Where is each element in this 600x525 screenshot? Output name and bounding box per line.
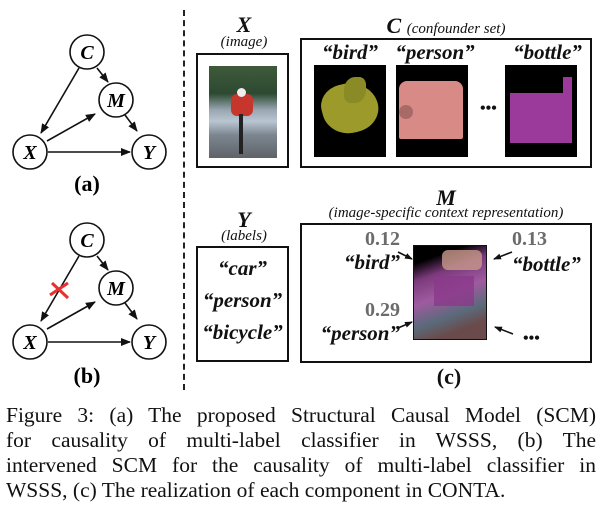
x-title: X — [236, 12, 252, 37]
m-title: M — [436, 185, 456, 210]
edge-x-to-m — [46, 113, 96, 142]
cyclist-photo — [209, 66, 277, 158]
edge-m-to-y — [124, 302, 138, 320]
node-c — [69, 34, 105, 70]
x-subtitle: (image) — [220, 34, 268, 50]
node-c-label: C — [80, 42, 94, 64]
node-y-label: Y — [143, 142, 157, 164]
edge-c-to-x — [40, 67, 80, 134]
subfigure-label-c: (c) — [436, 364, 462, 389]
node-m — [98, 82, 134, 118]
confounder-ellipsis: ••• — [480, 100, 497, 117]
m-label-bottle: “bottle” — [512, 252, 581, 276]
labels-box: “car” “person” “bicycle” — [196, 246, 289, 362]
context-mask — [413, 245, 487, 340]
caption-line: intervened SCM for the causality of mult… — [6, 453, 596, 477]
edge-c-to-m — [96, 67, 109, 83]
node-y — [131, 134, 167, 170]
arrow-more — [494, 326, 514, 335]
figure-caption: Figure 3: (a) The proposed Structural Ca… — [6, 403, 596, 503]
subfigure-label-a: (a) — [74, 171, 100, 196]
node-c-label: C — [80, 230, 94, 252]
edge-x-to-m — [46, 301, 96, 330]
edge-m-to-y — [124, 114, 138, 132]
c-subtitle: (confounder set) — [406, 21, 506, 37]
node-y — [131, 324, 167, 360]
scm-graph-a: C M X Y (a) — [12, 34, 167, 196]
divider — [183, 10, 185, 390]
node-x — [12, 324, 48, 360]
m-arrows — [397, 251, 514, 335]
confounder-mask-bird — [314, 65, 386, 157]
subfigure-label-b: (b) — [74, 363, 101, 388]
scm-graph-b: C M X Y (b) — [12, 222, 167, 388]
node-m — [98, 270, 134, 306]
x-image-box — [196, 53, 289, 168]
arrow-bird — [397, 251, 413, 260]
node-m-label: M — [106, 278, 126, 300]
m-label-person: “person” — [320, 321, 400, 345]
node-x — [12, 134, 48, 170]
arrow-bottle — [493, 251, 513, 260]
c-title: C — [386, 13, 402, 38]
confounder-label-bottle: “bottle” — [513, 40, 582, 64]
y-title: Y — [237, 207, 251, 232]
confounder-mask-person — [396, 65, 468, 157]
c-title-row: C (confounder set) — [300, 14, 592, 41]
caption-line: for causality of multi-label classifier … — [6, 428, 596, 452]
edge-c-to-m — [96, 255, 109, 271]
node-m-label: M — [106, 90, 126, 112]
m-value-person: 0.29 — [365, 299, 400, 321]
caption-line: Figure 3: (a) The proposed Structural Ca… — [6, 403, 596, 427]
node-x-label: X — [22, 332, 37, 354]
node-y-label: Y — [143, 332, 157, 354]
confounder-label-person: “person” — [395, 40, 475, 64]
confounder-label-bird: “bird” — [321, 40, 378, 64]
arrow-person — [397, 321, 413, 329]
y-subtitle: (labels) — [221, 228, 267, 244]
label-person: “person” — [202, 288, 283, 312]
label-car: “car” — [218, 256, 267, 280]
label-bicycle: “bicycle” — [202, 320, 283, 344]
m-value-bird: 0.12 — [365, 228, 400, 250]
confounder-mask-bottle — [505, 65, 577, 157]
node-x-label: X — [22, 142, 37, 164]
node-c — [69, 222, 105, 258]
m-subtitle: (image-specific context representation) — [328, 205, 564, 221]
caption-line: WSSS, (c) The realization of each compon… — [6, 478, 506, 502]
intervention-cut-icon — [49, 281, 70, 300]
m-value-bottle: 0.13 — [512, 228, 547, 250]
m-ellipsis: ••• — [523, 330, 540, 347]
m-label-bird: “bird” — [343, 250, 400, 274]
